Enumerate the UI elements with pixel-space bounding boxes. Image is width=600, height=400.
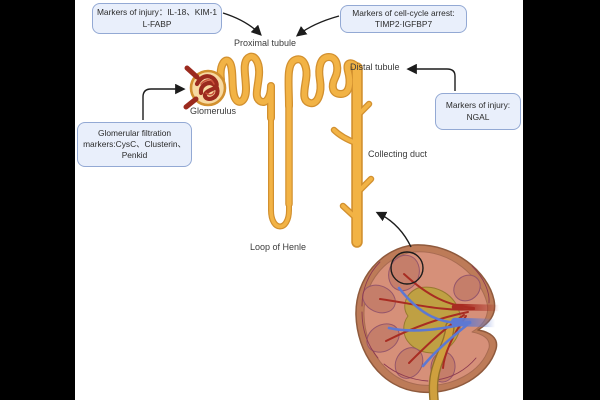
nephron-illustration bbox=[183, 57, 371, 242]
callout-text-line: NGAL bbox=[466, 111, 490, 122]
renal-vein bbox=[450, 317, 499, 328]
capillary-highlight bbox=[200, 79, 215, 96]
arrow-cellcycle-to-proximal bbox=[295, 15, 340, 37]
afferent-arteriole bbox=[184, 65, 200, 80]
callout-text-line: markers:CysC、Clusterin、 bbox=[83, 138, 186, 149]
glomerulus-illustration bbox=[183, 65, 227, 110]
label-collecting-duct: Collecting duct bbox=[368, 149, 428, 159]
kidney-cross-section-illustration bbox=[355, 244, 503, 400]
callout-text-line: Markers of cell-cycle arrest: bbox=[352, 7, 455, 18]
renal-artery bbox=[451, 303, 503, 312]
nephron-highlight-circle bbox=[390, 251, 424, 285]
arcuate-vessels bbox=[361, 261, 490, 382]
callout-text-line: TIMP2·IGFBP7 bbox=[374, 19, 433, 29]
label-proximal-tubule: Proximal tubule bbox=[234, 38, 297, 48]
arrow-injury-to-proximal bbox=[222, 12, 262, 36]
label-loop-of-henle: Loop of Henle bbox=[250, 242, 307, 252]
callout-text-line: Markers of injury: bbox=[445, 100, 511, 111]
annotation-arrows bbox=[142, 12, 456, 248]
arrow-ngal-to-distal bbox=[406, 63, 456, 91]
label-distal-tubule: Distal tubule bbox=[350, 62, 400, 72]
label-glomerulus: Glomerulus bbox=[190, 106, 237, 116]
callout-text-line: L-FABP bbox=[142, 18, 172, 29]
callout-text-line: Penkid bbox=[121, 150, 148, 161]
callout-glomerular-filtration-markers: Glomerular filtration markers:CysC、Clust… bbox=[77, 122, 192, 167]
callout-text-line: Markers of injury：IL-18、KIM-1 bbox=[96, 7, 218, 18]
arrow-kidney-to-nephron bbox=[375, 211, 412, 248]
capillary-tuft bbox=[194, 74, 220, 101]
ureter bbox=[428, 321, 455, 400]
efferent-arteriole bbox=[183, 96, 199, 110]
callout-markers-of-cell-cycle-arrest: Markers of cell-cycle arrest: TIMP2·IGFB… bbox=[340, 5, 467, 33]
callout-markers-of-injury-distal: Markers of injury: NGAL bbox=[435, 93, 521, 130]
callout-markers-of-injury-proximal: Markers of injury：IL-18、KIM-1 L-FABP bbox=[92, 3, 222, 34]
arrow-filtration-to-glomerulus bbox=[142, 83, 186, 120]
callout-text-line: Glomerular filtration bbox=[97, 127, 172, 138]
